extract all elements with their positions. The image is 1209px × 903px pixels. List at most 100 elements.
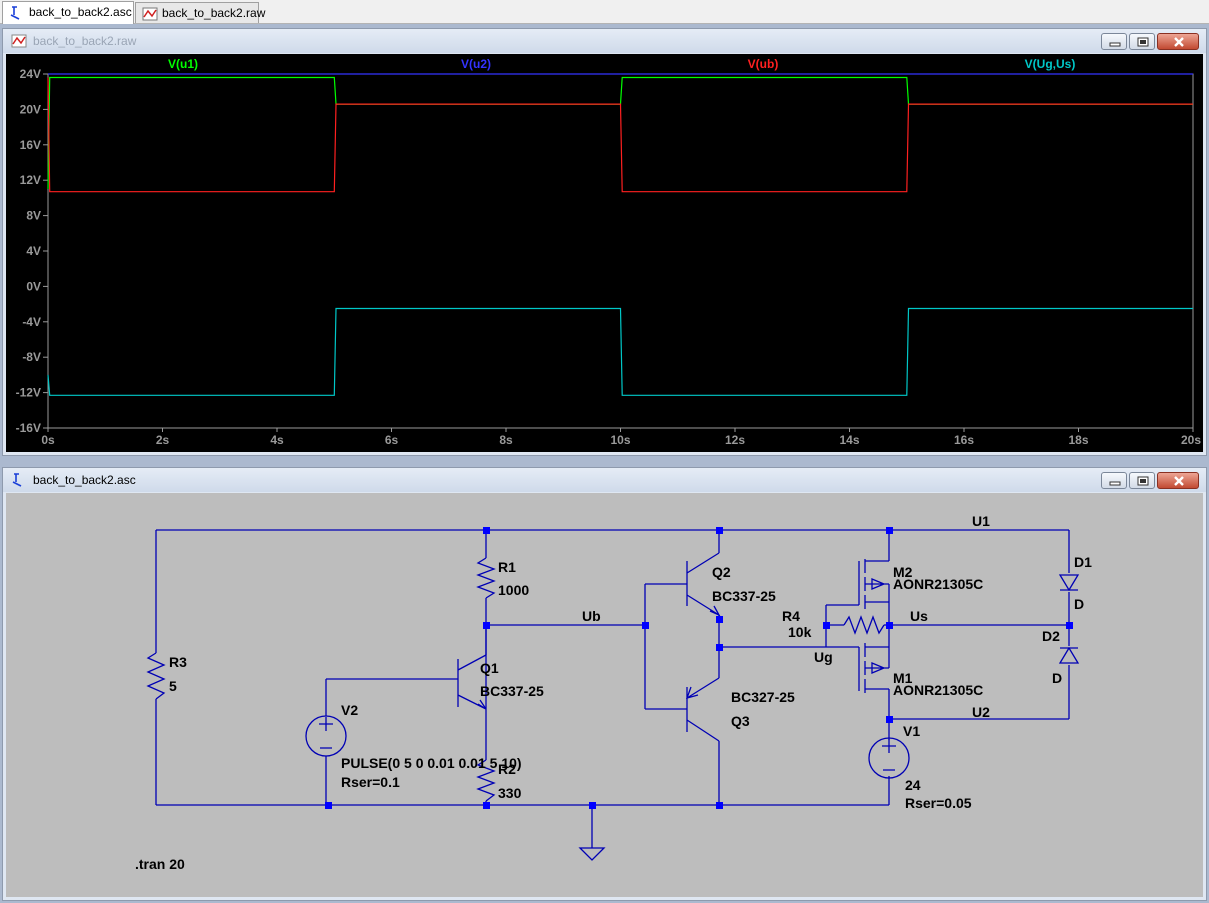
x-tick-label: 16s [954,433,974,447]
x-tick-label: 14s [839,433,859,447]
net-label-ug: Ug [814,649,833,665]
wire [486,583,687,710]
v2-name: V2 [341,702,358,718]
minimize-button[interactable] [1101,33,1127,50]
resistor-r2 [476,759,496,802]
r1-value: 1000 [498,582,529,598]
restore-button[interactable] [1129,33,1155,50]
close-button[interactable] [1157,472,1199,489]
junction-dot [716,527,723,534]
schematic-window-titlebar[interactable]: back_to_back2.asc [3,468,1206,492]
junction-dot [716,802,723,809]
spice-directive: .tran 20 [135,856,185,872]
plot-window-titlebar[interactable]: back_to_back2.raw [3,29,1206,53]
y-tick-label: -12V [16,386,41,400]
trace-legend-label: V(u2) [461,57,491,71]
q3-model: BC327-25 [731,689,795,705]
restore-icon [1137,476,1149,486]
d1-model: D [1074,596,1084,612]
minimize-icon [1109,481,1121,486]
v1-name: V1 [903,723,920,739]
junction-dot [716,616,723,623]
voltage-source-v1 [868,737,910,779]
v2-value: PULSE(0 5 0 0.01 0.01 5 10) [341,755,522,771]
junction-dot [589,802,596,809]
r3-value: 5 [169,678,177,694]
r1-name: R1 [498,559,516,575]
m2-name: M2 [893,564,913,580]
y-tick-label: 0V [26,279,41,293]
tab-waveform[interactable]: back_to_back2.raw [135,2,265,23]
tab-label: back_to_back2.asc [29,5,132,19]
voltage-source-v2 [305,715,347,757]
r3-name: R3 [169,654,187,670]
net-label-u1: U1 [972,513,990,529]
net-label-u2: U2 [972,704,990,720]
r4-name: R4 [782,608,800,624]
x-tick-label: 20s [1181,433,1201,447]
trace-legend-label: V(ub) [748,57,779,71]
junction-dot [716,644,723,651]
voltage-source-v1-sign [882,739,896,771]
x-tick-label: 18s [1068,433,1088,447]
trace-legend-label: V(Ug,Us) [1025,57,1076,71]
junction-dot [1066,622,1073,629]
q2-name: Q2 [712,564,731,580]
d2-model: D [1052,670,1062,686]
diode-d2 [1058,646,1080,664]
d2-name: D2 [1042,628,1060,644]
minimize-button[interactable] [1101,472,1127,489]
y-tick-label: 20V [20,102,41,116]
x-tick-label: 12s [725,433,745,447]
y-tick-label: 8V [26,209,41,223]
schematic-drawing[interactable]: R1 1000 R3 5 Q1 BC337-25 V2 PULSE(0 5 0 … [6,493,1203,898]
net-label-ub: Ub [582,608,601,624]
restore-button[interactable] [1129,472,1155,489]
transistor-q1 [457,654,487,710]
resistor-r4 [843,615,885,635]
d1-name: D1 [1074,554,1092,570]
document-tab-bar: back_to_back2.asc back_to_back2.raw [0,0,1209,24]
mosfet-m2 [858,559,889,609]
junction-dot [886,622,893,629]
y-tick-label: 24V [20,67,41,81]
junction-dot [483,527,490,534]
trace-legend-label: V(u1) [168,57,198,71]
wire [156,719,890,806]
close-icon [1174,37,1184,47]
ground-symbol [578,847,606,861]
junction-dot [823,622,830,629]
x-tick-label: 0s [41,433,55,447]
r2-value: 330 [498,785,522,801]
r4-value: 10k [788,624,812,640]
v1-rser: Rser=0.05 [905,795,972,811]
schematic-window-title: back_to_back2.asc [33,473,136,487]
junction-dot [886,716,893,723]
schematic-icon [12,473,22,487]
junction-dot [483,622,490,629]
waveform-icon [11,34,27,48]
q1-model: BC337-25 [480,683,544,699]
schematic-window: back_to_back2.asc [2,467,1207,901]
v1-value: 24 [905,777,921,793]
y-tick-label: -4V [22,315,41,329]
close-button[interactable] [1157,33,1199,50]
minimize-icon [1109,42,1121,47]
junction-dot [325,802,332,809]
q3-name: Q3 [731,713,750,729]
tab-label: back_to_back2.raw [162,6,266,20]
schematic-icon [10,6,20,20]
tab-schematic[interactable]: back_to_back2.asc [2,1,134,24]
trace-line [47,307,1193,396]
x-tick-label: 6s [385,433,399,447]
m1-name: M1 [893,670,913,686]
transistor-q2 [686,552,721,617]
schematic-canvas[interactable]: R1 1000 R3 5 Q1 BC337-25 V2 PULSE(0 5 0 … [6,493,1203,897]
plot-window-title: back_to_back2.raw [33,34,137,48]
junction-dot [483,802,490,809]
q1-name: Q1 [480,660,499,676]
voltage-source-v2-sign [319,717,333,749]
